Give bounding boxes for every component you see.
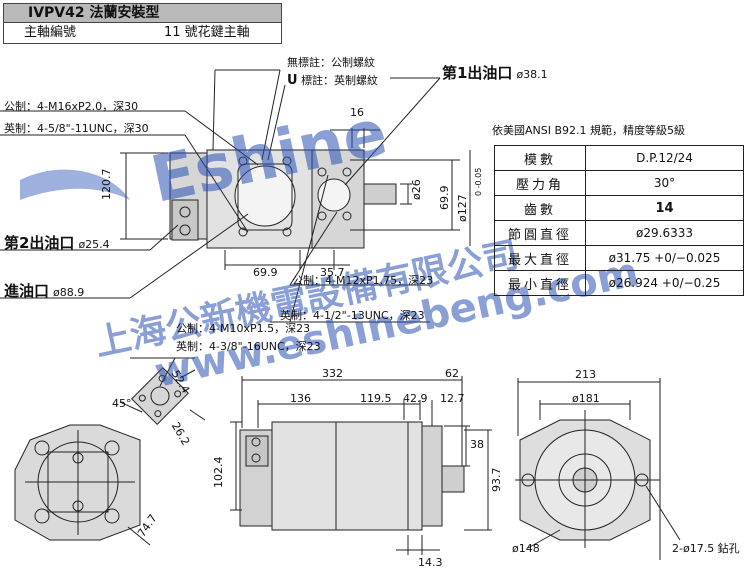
outlet2-label-text: 第2出油口 <box>4 234 75 252</box>
marker-u-note: 標註：英制螺紋 <box>301 74 379 87</box>
dim-120-7: 120.7 <box>100 168 113 201</box>
inlet-label-text: 進油口 <box>4 282 50 300</box>
table-row: 最小直徑 ø26.924 +0/−0.25 <box>494 270 744 296</box>
port-a-metric: 公制：4-M16xP2.0，深30 <box>4 100 139 113</box>
dim-26: ø26 <box>410 179 423 200</box>
dim-holes: 2-ø17.5 鉆孔 <box>672 542 740 555</box>
title-bar: IVPV42 法蘭安裝型 <box>3 3 282 23</box>
dim-69-9-v: 69.9 <box>438 185 451 211</box>
outlet2-size: ø25.4 <box>78 238 110 251</box>
spec-key: 最小直徑 <box>494 270 586 296</box>
side-shaft <box>441 465 465 493</box>
spec-value: D.P.12/24 <box>585 145 744 171</box>
dim-213: 213 <box>575 368 596 381</box>
dim-35-7: 35.7 <box>320 266 345 279</box>
spec-key: 齒數 <box>494 195 586 221</box>
dim-38: 38 <box>470 438 484 451</box>
marker-u-letter: U <box>287 73 298 88</box>
table-row: 壓力角 30° <box>494 170 744 196</box>
table-row: 最大直徑 ø31.75 +0/−0.025 <box>494 245 744 271</box>
shaft-value: 11 號花鍵主軸 <box>164 25 250 40</box>
port-c-imperial: 英制：4-3/8"-16UNC，深23 <box>176 340 321 353</box>
spline-spec-table: 模數 D.P.12/24 壓力角 30° 齒數 14 節圓直徑 ø29.6333… <box>494 145 744 296</box>
outlet1-size: ø38.1 <box>516 68 548 81</box>
top-shaft <box>363 183 397 205</box>
port-c-metric: 公制：4-M10xP1.5，深23 <box>176 322 311 335</box>
dim-127-tol: 0 -0.05 <box>474 167 483 196</box>
shaft-label: 主軸編號 <box>24 25 77 40</box>
spec-key: 最大直徑 <box>494 245 586 271</box>
spec-value: 30° <box>585 170 744 196</box>
port-b-imperial: 英制：4-1/2"-13UNC，深23 <box>280 309 425 322</box>
spec-value: 14 <box>585 195 744 221</box>
table-row: 模數 D.P.12/24 <box>494 145 744 171</box>
inlet-size: ø88.9 <box>53 286 85 299</box>
spec-key: 壓力角 <box>494 170 586 196</box>
spec-value: ø26.924 +0/−0.25 <box>585 270 744 296</box>
dim-93-7: 93.7 <box>490 467 503 493</box>
port-a-imperial: 英制：4-5/8"-11UNC，深30 <box>4 122 149 135</box>
port-flange-small <box>131 367 189 425</box>
dim-62: 62 <box>445 367 459 380</box>
dim-136: 136 <box>290 392 311 405</box>
outlet1-port-circle <box>317 178 351 212</box>
side-front-flange <box>421 425 443 527</box>
dim-102-4: 102.4 <box>212 456 225 489</box>
dim-332: 332 <box>322 367 343 380</box>
marker-none-note: 無標註：公制螺紋 <box>287 56 375 69</box>
spec-note: 依美國ANSI B92.1 規範，精度等級5級 <box>492 124 686 137</box>
dim-45: 45° <box>112 397 132 410</box>
side-main-body <box>271 421 423 531</box>
spec-value: ø31.75 +0/−0.025 <box>585 245 744 271</box>
dim-181: ø181 <box>572 392 600 405</box>
page-title: IVPV42 法蘭安裝型 <box>28 5 160 21</box>
shaft-row: 主軸編號 11 號花鍵主軸 <box>3 23 282 44</box>
dim-69-9-h: 69.9 <box>253 266 278 279</box>
dim-12-7: 12.7 <box>440 392 465 405</box>
spec-key: 模數 <box>494 145 586 171</box>
port-b-metric: 公制：4-M12xP1.75，深23 <box>292 274 434 287</box>
marker-u-note-row: U 標註：英制螺紋 <box>287 74 378 87</box>
dim-14-3: 14.3 <box>418 556 443 569</box>
dim-127: ø127 <box>456 194 469 222</box>
dim-16: 16 <box>350 106 364 119</box>
table-row: 節圓直徑 ø29.6333 <box>494 220 744 246</box>
spec-value: ø29.6333 <box>585 220 744 246</box>
dim-42-9: 42.9 <box>403 392 428 405</box>
table-row: 齒數 14 <box>494 195 744 221</box>
dim-119-5: 119.5 <box>360 392 392 405</box>
spec-key: 節圓直徑 <box>494 220 586 246</box>
outlet1-label-text: 第1出油口 <box>442 64 513 82</box>
dim-148: ø148 <box>512 542 540 555</box>
inlet-port-circle <box>234 165 296 227</box>
